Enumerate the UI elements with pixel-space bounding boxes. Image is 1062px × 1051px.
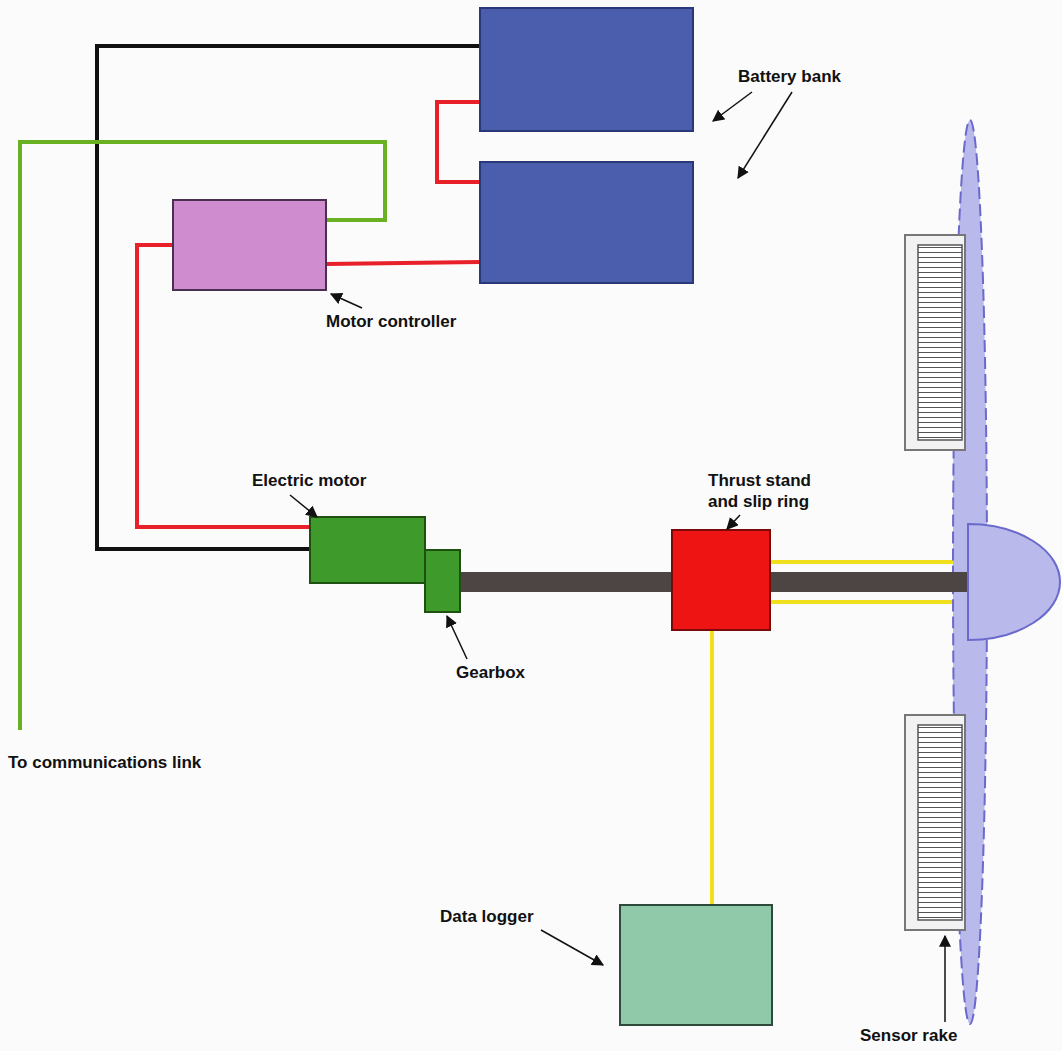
yellow-wire	[710, 630, 714, 905]
part-label: Motor controller	[326, 311, 456, 332]
sensor-rake	[905, 715, 965, 930]
red-wire	[326, 262, 480, 264]
leader-arrow	[290, 495, 317, 517]
black-wire	[97, 46, 480, 549]
battery	[480, 162, 693, 283]
part-label: Electric motor	[252, 470, 366, 491]
leader-arrow	[447, 616, 467, 659]
electric-motor	[310, 517, 425, 583]
part-label: Data logger	[440, 906, 534, 927]
motor-controller	[173, 200, 326, 290]
battery	[480, 8, 693, 131]
sensor-rake-comb	[918, 725, 962, 920]
part-label: Battery bank	[738, 66, 841, 87]
thrust-stand	[672, 530, 770, 630]
leader-arrow	[331, 294, 362, 308]
part-label: Sensor rake	[860, 1025, 957, 1046]
data-logger	[620, 905, 772, 1025]
part-label: Thrust stand and slip ring	[708, 470, 830, 512]
leader-arrow	[738, 92, 792, 178]
sensor-rake	[905, 235, 965, 450]
gearbox	[425, 550, 460, 612]
part-label: Gearbox	[456, 662, 525, 683]
red-wire	[437, 102, 480, 182]
leader-arrow	[713, 92, 752, 121]
leader-arrow	[541, 930, 603, 965]
leader-arrow	[727, 515, 740, 529]
part-label: To communications link	[8, 752, 201, 773]
propeller-hub	[968, 524, 1060, 640]
sensor-rake-comb	[918, 245, 962, 440]
yellow-wire	[770, 602, 955, 715]
green-wire	[20, 142, 385, 730]
leader-arrow	[944, 936, 946, 1022]
